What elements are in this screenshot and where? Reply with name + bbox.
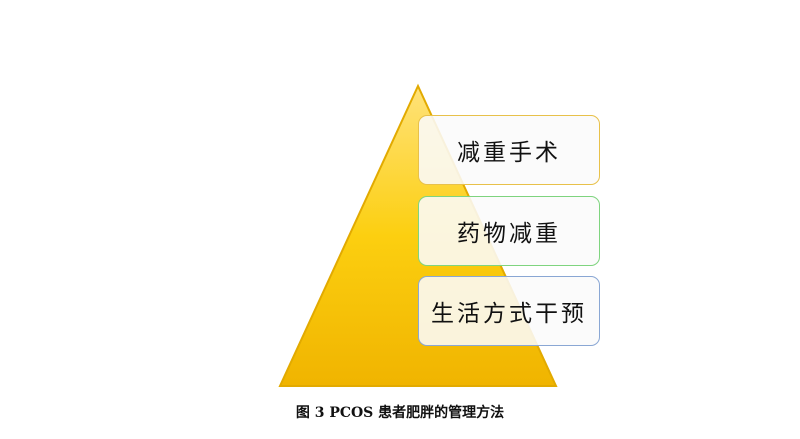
level-medication: 药物减重 xyxy=(418,196,600,266)
level-label: 生活方式干预 xyxy=(431,301,587,327)
level-lifestyle: 生活方式干预 xyxy=(418,276,600,346)
level-label: 药物减重 xyxy=(457,221,561,247)
figure-caption: 图 3 PCOS 患者肥胖的管理方法 xyxy=(295,405,505,421)
level-surgery: 减重手术 xyxy=(418,115,600,185)
level-label: 减重手术 xyxy=(457,140,561,166)
